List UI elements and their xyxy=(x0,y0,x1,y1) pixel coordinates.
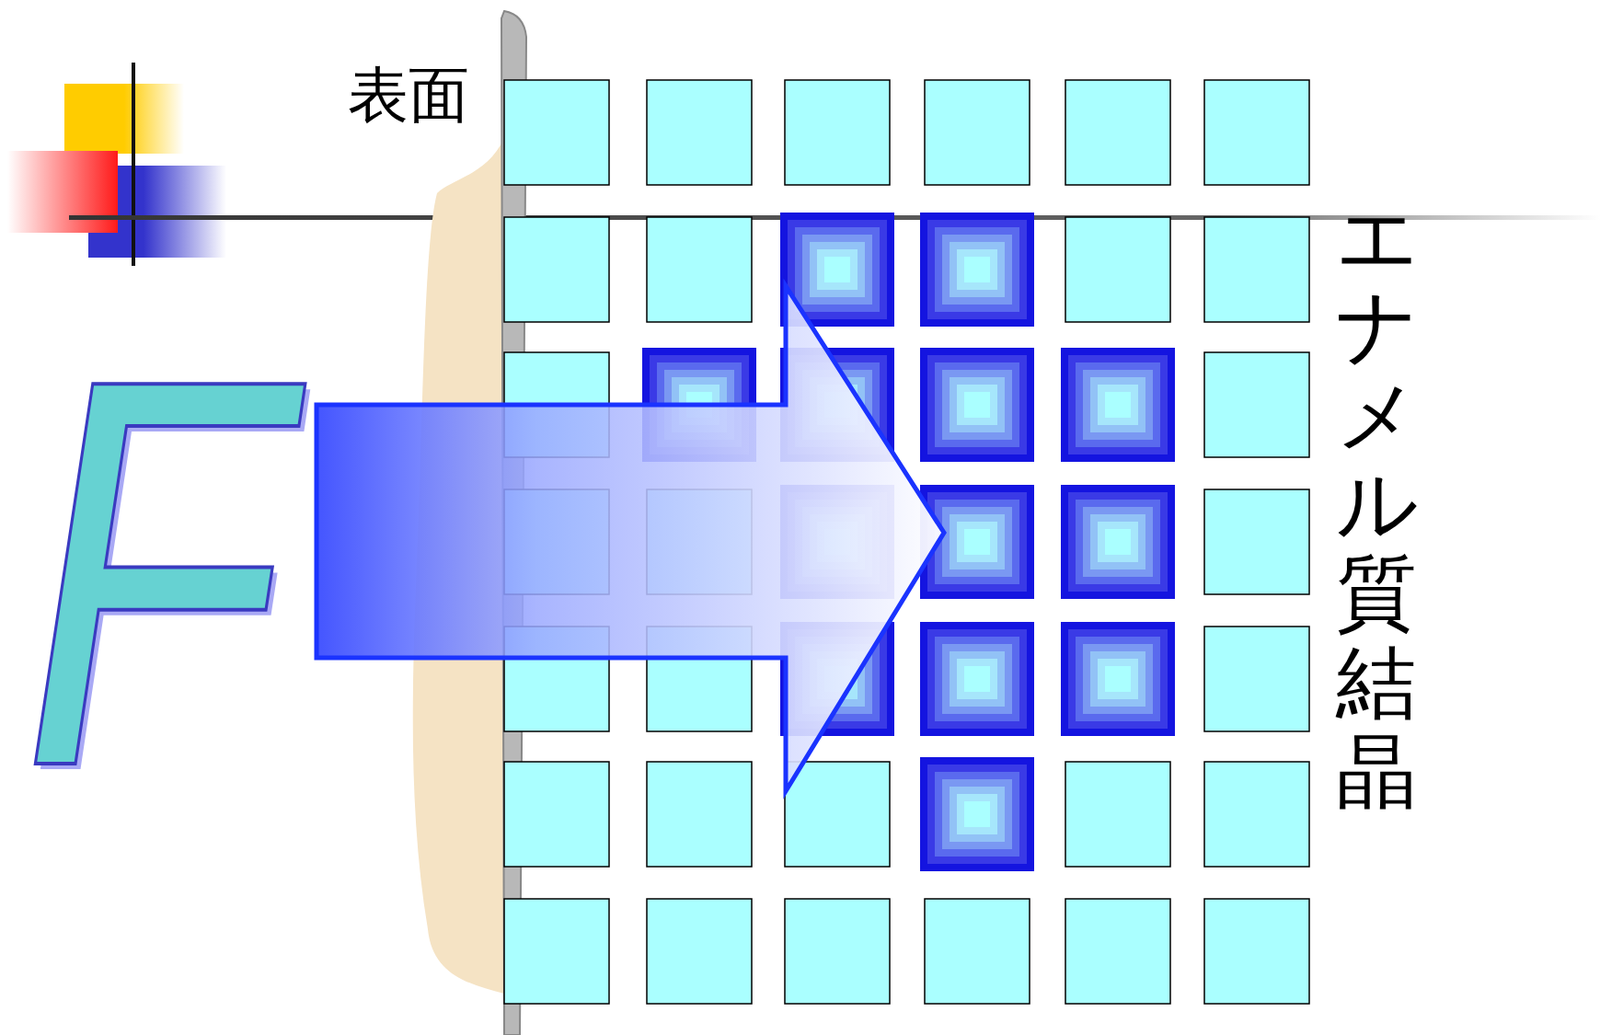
enamel-crystal-label: エナメル質結晶 xyxy=(1335,193,1417,818)
crystal-square xyxy=(942,644,1013,714)
crystal-square xyxy=(784,898,890,1004)
crystal-square xyxy=(956,384,998,426)
crystal-square xyxy=(1204,898,1310,1004)
crystal-square xyxy=(927,764,1027,864)
crystal-square xyxy=(1097,384,1139,426)
crystal-square xyxy=(956,521,998,563)
crystal-square xyxy=(646,80,752,185)
crystal-square xyxy=(1075,362,1161,448)
crystal-square xyxy=(504,80,610,185)
crystal-square xyxy=(646,898,752,1004)
deco-square xyxy=(64,83,185,154)
crystal-square xyxy=(1204,217,1310,323)
crystal-square xyxy=(924,80,1030,185)
crystal-square xyxy=(942,234,1013,305)
crystal-square xyxy=(1082,506,1153,577)
crystal-square xyxy=(934,227,1020,312)
crystal-square xyxy=(1204,761,1310,867)
crystal-square xyxy=(964,256,990,283)
deco-square xyxy=(7,150,118,233)
crystal-square xyxy=(949,786,1005,842)
crystal-square xyxy=(1065,898,1171,1004)
crystal-square xyxy=(934,771,1020,857)
crystal-square xyxy=(504,761,610,867)
crystal-square xyxy=(956,794,998,835)
crystal-square xyxy=(949,651,1005,707)
crystal-square xyxy=(927,219,1027,320)
crystal-square xyxy=(927,355,1027,455)
crystal-square xyxy=(920,212,1035,327)
crystal-square xyxy=(934,499,1020,585)
crystal-square xyxy=(784,80,890,185)
fluoride-arrow xyxy=(316,286,944,792)
crystal-square xyxy=(949,377,1005,433)
crystal-square xyxy=(1090,651,1146,707)
crystal-square xyxy=(802,234,873,305)
crystal-square xyxy=(920,347,1035,462)
deco-line xyxy=(131,62,136,266)
crystal-square xyxy=(1090,514,1146,570)
crystal-square xyxy=(1060,347,1175,462)
crystal-square xyxy=(924,898,1030,1004)
crystal-square xyxy=(1204,626,1310,732)
crystal-square xyxy=(934,362,1020,448)
crystal-square xyxy=(942,369,1013,440)
crystal-square xyxy=(1060,484,1175,599)
crystal-square xyxy=(949,514,1005,570)
crystal-square xyxy=(1065,80,1171,185)
crystal-square xyxy=(1065,761,1171,867)
crystal-square xyxy=(1075,636,1161,722)
crystal-square xyxy=(1082,644,1153,714)
crystal-square xyxy=(964,529,990,555)
crystal-square xyxy=(1065,217,1171,323)
crystal-square xyxy=(794,227,880,312)
crystal-square xyxy=(1068,492,1168,592)
crystal-square xyxy=(1082,369,1153,440)
crystal-square xyxy=(1097,521,1139,563)
crystal-square xyxy=(817,249,858,290)
fluoride-letter: F xyxy=(22,296,286,849)
crystal-square xyxy=(956,249,998,290)
crystal-square xyxy=(927,629,1027,729)
crystal-square xyxy=(809,241,865,298)
crystal-square xyxy=(949,241,1005,298)
crystal-square xyxy=(1105,391,1131,418)
crystal-square xyxy=(646,761,752,867)
crystal-square xyxy=(964,391,990,418)
crystal-square xyxy=(920,757,1035,872)
crystal-square xyxy=(1068,355,1168,455)
crystal-square xyxy=(1097,658,1139,700)
crystal-square xyxy=(504,217,610,323)
crystal-square xyxy=(964,666,990,692)
crystal-square xyxy=(646,217,752,323)
crystal-square xyxy=(784,761,890,867)
crystal-square xyxy=(942,506,1013,577)
crystal-square xyxy=(1060,621,1175,737)
crystal-square xyxy=(1075,499,1161,585)
surface-label: 表面 xyxy=(347,62,470,130)
crystal-square xyxy=(1090,377,1146,433)
crystal-square xyxy=(1204,80,1310,185)
crystal-square xyxy=(824,256,851,283)
crystal-square xyxy=(964,801,990,828)
crystal-square xyxy=(1204,489,1310,595)
crystal-square xyxy=(934,636,1020,722)
crystal-square xyxy=(787,219,887,320)
crystal-square xyxy=(1068,629,1168,729)
crystal-square xyxy=(942,779,1013,850)
crystal-square xyxy=(504,898,610,1004)
crystal-square xyxy=(1105,666,1131,692)
crystal-square xyxy=(1105,529,1131,555)
crystal-square xyxy=(1204,352,1310,458)
crystal-square xyxy=(927,492,1027,592)
crystal-square xyxy=(956,658,998,700)
crystal-square xyxy=(920,621,1035,737)
